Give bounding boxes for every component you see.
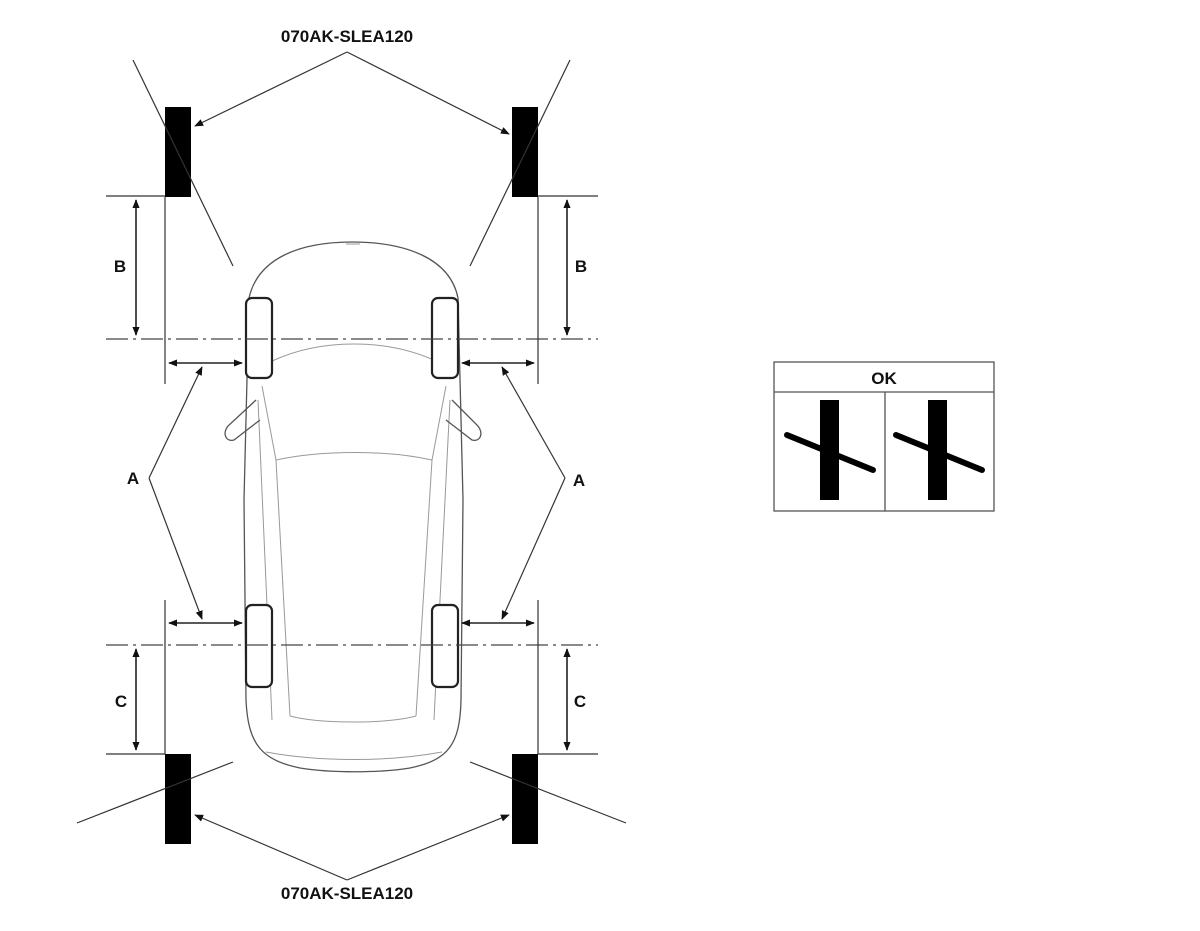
target-rear-left bbox=[165, 754, 191, 844]
target-stand-line bbox=[469, 761, 627, 824]
ok-example-right-icon bbox=[893, 400, 985, 500]
dimension-b-right-label: B bbox=[575, 257, 587, 276]
target-stand-line bbox=[132, 59, 234, 267]
tool-label-bottom: 070AK-SLEA120 bbox=[281, 884, 413, 903]
target-stand-line bbox=[469, 59, 571, 267]
target-stand-line bbox=[76, 761, 234, 824]
target-rear-right bbox=[512, 754, 538, 844]
vehicle-outline bbox=[224, 241, 482, 773]
rear-left-wheel bbox=[244, 603, 274, 689]
dimension-a-right-label: A bbox=[573, 471, 585, 490]
dimension-a-left-label: A bbox=[127, 469, 139, 488]
ok-legend: OK bbox=[773, 361, 995, 512]
rear-right-wheel bbox=[430, 603, 460, 689]
dimension-b-left-label: B bbox=[114, 257, 126, 276]
ok-example-left-icon bbox=[784, 400, 876, 500]
front-left-wheel bbox=[244, 296, 274, 380]
front-right-wheel bbox=[430, 296, 460, 380]
ok-legend-title: OK bbox=[871, 369, 897, 388]
dimension-c-left-label: C bbox=[115, 692, 127, 711]
tool-label-top: 070AK-SLEA120 bbox=[281, 27, 413, 46]
dimension-c-right-label: C bbox=[574, 692, 586, 711]
